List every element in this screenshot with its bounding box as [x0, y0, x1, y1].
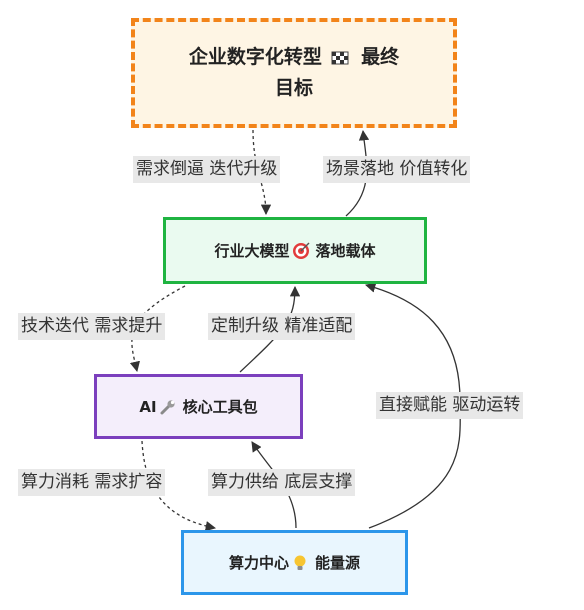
ai-label-a: AI [139, 397, 157, 416]
edge-label-model-to-ai: 技术迭代 需求提升 [18, 313, 166, 340]
goal-label-a: 企业数字化转型 [188, 46, 322, 68]
checkered-flag-icon [331, 51, 348, 64]
goal-label-b: 最终 [361, 46, 400, 68]
lightbulb-icon [294, 555, 306, 570]
ai-label-b: 核心工具包 [182, 398, 258, 416]
node-goal[interactable]: 企业数字化转型 最终 目标 [131, 18, 457, 128]
node-ai[interactable]: AI 核心工具包 [94, 374, 303, 439]
power-label-a: 算力中心 [228, 554, 289, 572]
edge-label-power-to-ai: 算力供给 底层支撑 [208, 469, 356, 496]
node-model[interactable]: 行业大模型 落地载体 [163, 217, 427, 284]
power-label-b: 能量源 [315, 554, 361, 572]
edge-label-ai-to-power: 算力消耗 需求扩容 [18, 469, 166, 496]
goal-label-c: 目标 [274, 77, 313, 99]
edge-label-power-to-model: 直接赋能 驱动运转 [376, 392, 524, 419]
node-power[interactable]: 算力中心 能量源 [181, 530, 408, 595]
target-icon [292, 242, 309, 259]
edge-label-goal-to-model: 需求倒逼 迭代升级 [133, 156, 281, 183]
edge-label-model-to-goal: 场景落地 价值转化 [323, 156, 471, 183]
edge-ai-to-power [141, 440, 217, 532]
model-label-b: 落地载体 [315, 242, 376, 260]
edge-label-ai-to-model: 定制升级 精准适配 [208, 313, 356, 340]
wrench-icon [160, 399, 175, 414]
model-label-a: 行业大模型 [214, 242, 290, 260]
